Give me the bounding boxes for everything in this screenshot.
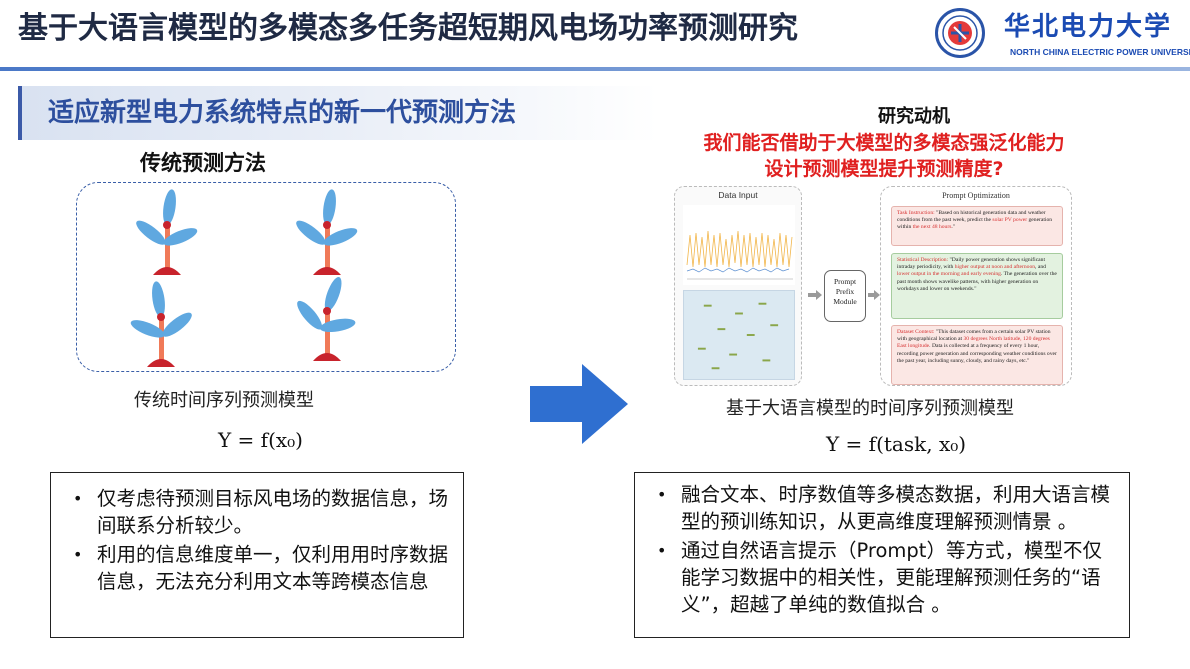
data-input-panel: Data Input <box>674 186 802 386</box>
weather-scatter-thumbnail <box>683 290 795 380</box>
traditional-method-title: 传统预测方法 <box>140 151 266 175</box>
slide-title: 基于大语言模型的多模态多任务超短期风电场功率预测研究 <box>18 11 798 46</box>
wind-turbine-icon <box>297 277 356 361</box>
llm-bullet-list: 融合文本、时序数值等多模态数据，利用大语言模型的预训练知识，从更高维度理解预测情… <box>634 472 1130 638</box>
traditional-formula: Y = f(x₀) <box>218 428 303 452</box>
university-seal-logo <box>935 8 985 58</box>
title-divider <box>0 67 1190 71</box>
card-text: . The generation over the past month sho… <box>897 271 1057 292</box>
dataset-context-card: Dataset Context: "This dataset comes fro… <box>891 325 1063 385</box>
traditional-model-caption: 传统时间序列预测模型 <box>134 390 314 411</box>
card-label: Task Instruction: <box>897 210 937 216</box>
section-title: 适应新型电力系统特点的新一代预测方法 <box>48 98 517 128</box>
card-text: "Based on historical generation data and… <box>897 210 1046 224</box>
card-label: Dataset Context: <box>897 329 936 335</box>
wind-turbine-icon <box>296 189 358 275</box>
list-item: 融合文本、时序数值等多模态数据，利用大语言模型的预训练知识，从更高维度理解预测情… <box>653 481 1115 535</box>
prompt-prefix-module: Prompt Prefix Module <box>824 270 866 322</box>
card-text: . Data is collected at a frequency of ev… <box>897 343 1057 364</box>
motivation-question-line1: 我们能否借助于大模型的多模态强泛化能力 <box>703 132 1065 154</box>
card-label: Statistical Description: <box>897 257 950 263</box>
section-banner: 适应新型电力系统特点的新一代预测方法 <box>18 86 658 140</box>
card-highlight: lower output in the morning and early ev… <box>897 271 1001 278</box>
arrow-right-icon <box>808 290 822 300</box>
university-name-cn: 华北电力大学 <box>1004 12 1173 42</box>
statistical-description-card: Statistical Description: "Daily power ge… <box>891 253 1063 319</box>
power-timeseries-thumbnail <box>683 205 795 285</box>
llm-formula: Y = f(task, x₀) <box>826 432 967 456</box>
list-item: 仅考虑待预测目标风电场的数据信息，场间联系分析较少。 <box>69 485 449 539</box>
motivation-question-line2: 设计预测模型提升预测精度? <box>764 158 1004 180</box>
card-highlight: 30 degrees North latitude, 120 degrees E… <box>897 336 1050 350</box>
wind-turbine-icon <box>136 189 198 275</box>
list-item: 通过自然语言提示（Prompt）等方式，模型不仅能学习数据中的相关性，更能理解预… <box>653 537 1115 618</box>
card-text: "This dataset comes from a certain solar… <box>897 329 1051 343</box>
arrow-right-icon <box>868 290 880 300</box>
wind-turbine-group <box>76 182 456 372</box>
university-name-en: NORTH CHINA ELECTRIC POWER UNIVERSITY <box>1010 47 1190 57</box>
card-text: "Daily power generation shows significan… <box>897 257 1046 271</box>
traditional-bullet-list: 仅考虑待预测目标风电场的数据信息，场间联系分析较少。 利用的信息维度单一，仅利用… <box>50 472 464 638</box>
llm-framework-figure: Data Input Prompt Prefix Module Prompt O… <box>672 186 1074 386</box>
task-instruction-card: Task Instruction: "Based on historical g… <box>891 206 1063 246</box>
prompt-optimization-panel: Prompt Optimization Task Instruction: "B… <box>880 186 1072 386</box>
card-text: generation within <box>897 217 1053 231</box>
llm-model-caption: 基于大语言模型的时间序列预测模型 <box>726 398 1014 419</box>
card-highlight: the next 48 hours <box>912 224 952 231</box>
card-highlight: solar PV power <box>992 217 1028 224</box>
motivation-title: 研究动机 <box>878 106 950 127</box>
right-arrow-icon <box>530 364 628 444</box>
list-item: 利用的信息维度单一，仅利用用时序数据信息，无法充分利用文本等跨模态信息 <box>69 541 449 595</box>
data-input-label: Data Input <box>718 190 758 200</box>
card-highlight: higher output at noon and afternoon <box>954 264 1036 271</box>
prompt-optimization-label: Prompt Optimization <box>942 191 1010 200</box>
card-text: ." <box>951 224 956 231</box>
card-text: , and <box>1035 264 1046 271</box>
wind-turbine-icon <box>130 281 192 367</box>
